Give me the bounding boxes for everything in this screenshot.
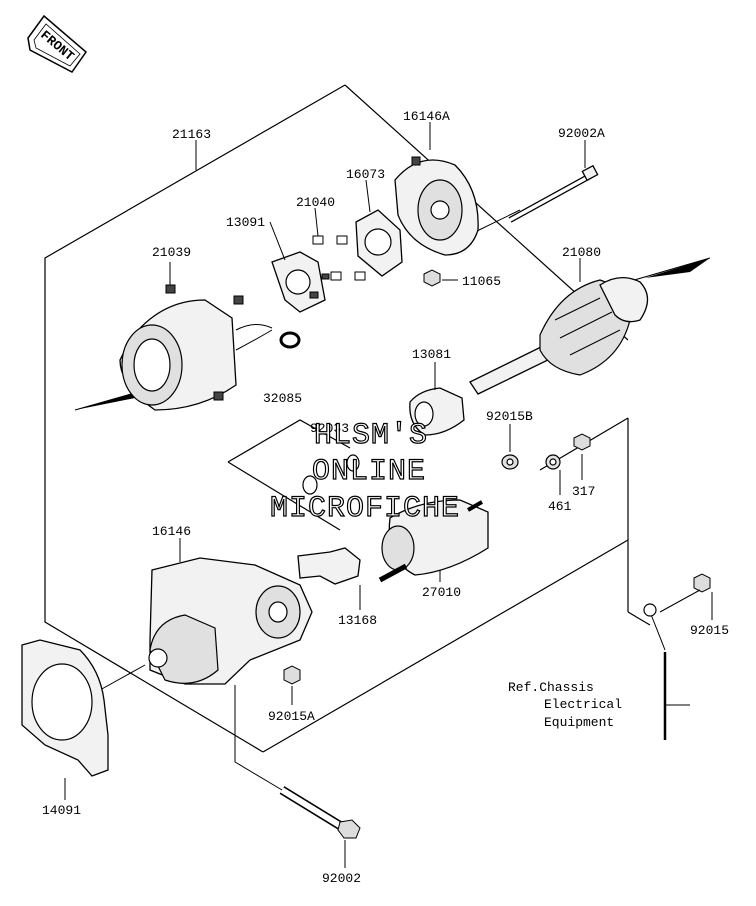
washers-32085: [302, 454, 360, 495]
bolt-92002: [279, 786, 361, 839]
small-hardware: [501, 433, 591, 470]
end-cover-16146A: [394, 156, 479, 256]
part-label-21080: 21080: [562, 245, 601, 260]
part-label-92015: 92015: [690, 623, 729, 638]
part-label-461: 461: [548, 499, 572, 514]
reference-note-line1: Ref.Chassis: [508, 680, 594, 695]
watermark-line3: MICROFICHE: [270, 492, 460, 526]
drive-housing-16146: [148, 557, 313, 685]
part-label-16146A: 16146A: [403, 109, 450, 124]
nut-92015A: [283, 665, 301, 685]
part-label-92002A: 92002A: [558, 126, 605, 141]
part-label-92015B: 92015B: [486, 409, 533, 424]
ground-cable: [643, 573, 711, 740]
part-label-13168: 13168: [338, 613, 377, 628]
reference-note-line3: Equipment: [544, 715, 614, 730]
through-bolt-92002A: [508, 164, 599, 223]
yoke-21039: [119, 284, 301, 411]
front-direction-badge: FRONT: [27, 14, 88, 73]
brush-springs-21040: [312, 235, 366, 281]
part-label-21163: 21163: [172, 127, 211, 142]
part-label-32085: 32085: [263, 391, 302, 406]
brush-plate-16073: [355, 209, 403, 277]
part-label-27010: 27010: [422, 585, 461, 600]
part-label-92002: 92002: [322, 871, 361, 886]
leader-lines: [64, 122, 713, 868]
watermark: HLSM'S ONLINE MICROFICHE: [269, 418, 460, 526]
part-label-317: 317: [572, 484, 595, 499]
solenoid-27010: [378, 499, 489, 583]
part-label-13081: 13081: [412, 347, 451, 362]
part-label-11065: 11065: [462, 274, 501, 289]
watermark-line2: ONLINE: [312, 455, 426, 489]
nut-11065: [423, 269, 441, 287]
pinion-clutch-13081: [409, 387, 465, 436]
part-label-16073: 16073: [346, 167, 385, 182]
reference-note-line2: Electrical: [544, 697, 622, 712]
part-label-21040: 21040: [296, 195, 335, 210]
part-label-21039: 21039: [152, 245, 191, 260]
part-label-92015A: 92015A: [268, 709, 315, 724]
part-label-16146: 16146: [152, 524, 191, 539]
part-label-92033: 92033: [310, 421, 349, 436]
part-label-14091: 14091: [42, 803, 81, 818]
part-label-13091: 13091: [226, 215, 265, 230]
part-labels: 21163 16146A 92002A 21040 16073 13091 21…: [42, 109, 729, 886]
armature-21080: [469, 277, 649, 395]
shift-lever-13168: [297, 547, 361, 585]
reference-note: Ref.Chassis Electrical Equipment: [508, 680, 622, 730]
assembly-frame: [44, 84, 651, 753]
brush-holder-13091: [271, 251, 330, 313]
gasket-14091: [21, 639, 109, 777]
watermark-line1: HLSM'S: [314, 419, 428, 453]
